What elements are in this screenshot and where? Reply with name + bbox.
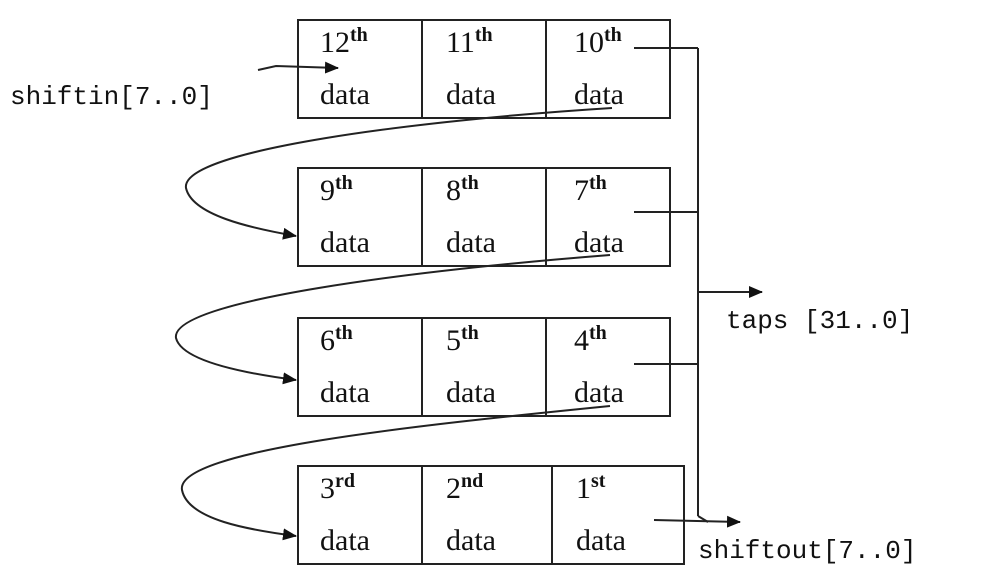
svg-text:7th: 7th (574, 172, 607, 207)
svg-text:2nd: 2nd (446, 470, 483, 505)
svg-text:11th: 11th (446, 24, 493, 59)
svg-text:9th: 9th (320, 172, 353, 207)
register-row-4: 3rd data 2nd data 1st data (297, 465, 685, 565)
svg-text:data: data (446, 226, 496, 259)
shiftout-arrow (653, 515, 741, 528)
svg-text:data: data (320, 524, 370, 557)
shiftout-label: shiftout[7..0] (698, 536, 916, 566)
tap-lines (634, 47, 763, 523)
cell-5th: 5th data (446, 322, 496, 409)
shiftin-label: shiftin[7..0] (10, 82, 213, 112)
svg-text:data: data (320, 78, 370, 111)
svg-text:6th: 6th (320, 322, 353, 357)
svg-text:data: data (446, 78, 496, 111)
cell-3rd: 3rd data (320, 470, 370, 557)
register-row-1: 12th data 11th data 10th data (297, 19, 671, 119)
wrap-arrow-row1-to-row2 (184, 107, 613, 240)
cell-4th: 4th data (574, 322, 624, 409)
cell-11th: 11th data (446, 24, 496, 111)
svg-text:data: data (576, 524, 626, 557)
svg-text:3rd: 3rd (320, 470, 355, 505)
wrap-arrow-row2-to-row3 (174, 254, 611, 385)
svg-text:4th: 4th (574, 322, 607, 357)
wrap-arrow-row3-to-row4 (180, 405, 611, 541)
cell-1st: 1st data (576, 470, 626, 557)
cell-8th: 8th data (446, 172, 496, 259)
svg-text:8th: 8th (446, 172, 479, 207)
svg-text:data: data (574, 78, 624, 111)
svg-text:data: data (446, 524, 496, 557)
svg-text:data: data (574, 376, 624, 409)
cell-10th: 10th data (574, 24, 624, 111)
cell-12th: 12th data (320, 24, 370, 111)
svg-text:12th: 12th (320, 24, 368, 59)
svg-text:data: data (320, 226, 370, 259)
svg-text:5th: 5th (446, 322, 479, 357)
register-row-3: 6th data 5th data 4th data (297, 317, 671, 417)
shiftin-arrow (257, 61, 339, 74)
svg-text:data: data (320, 376, 370, 409)
taps-label: taps [31..0] (726, 306, 913, 336)
svg-text:1st: 1st (576, 470, 606, 505)
cell-9th: 9th data (320, 172, 370, 259)
cell-6th: 6th data (320, 322, 370, 409)
cell-2nd: 2nd data (446, 470, 496, 557)
svg-text:10th: 10th (574, 24, 622, 59)
register-row-2: 9th data 8th data 7th data (297, 167, 671, 267)
svg-text:data: data (446, 376, 496, 409)
cell-7th: 7th data (574, 172, 624, 259)
svg-text:data: data (574, 226, 624, 259)
